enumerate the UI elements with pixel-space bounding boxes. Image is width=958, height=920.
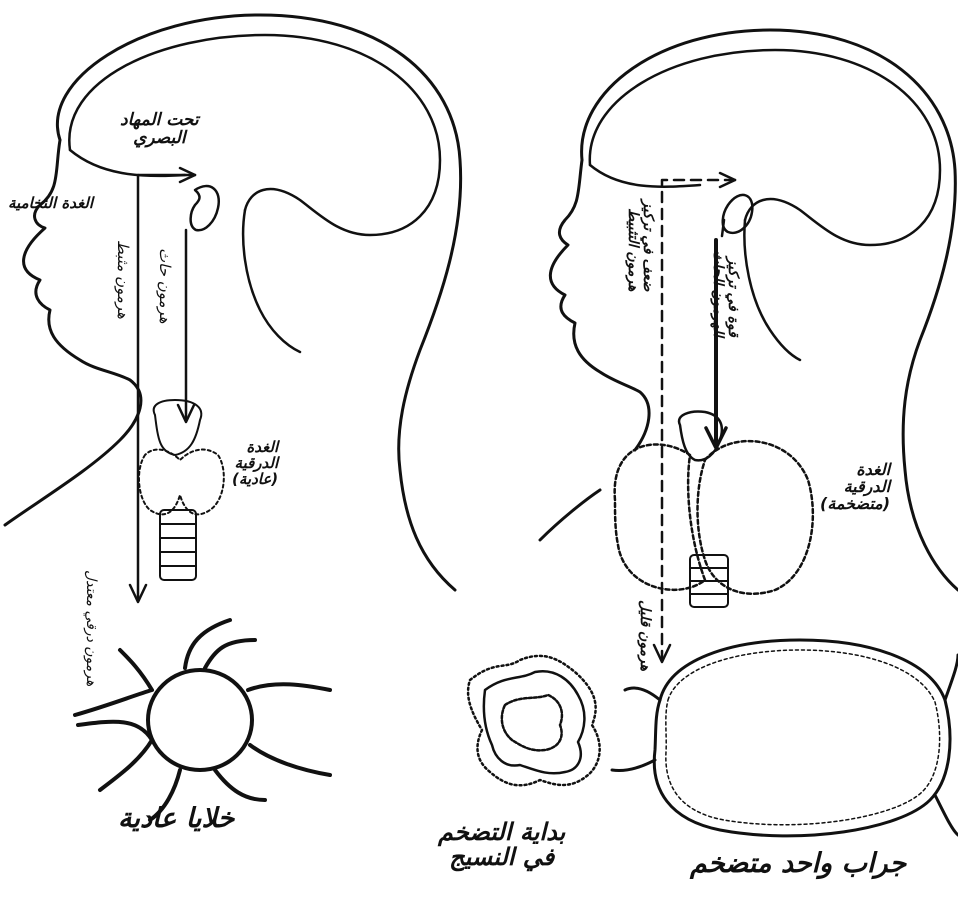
- right-weak-inhibit-label: ضعف في تركيز هرمون التثبيط: [626, 200, 655, 291]
- left-trachea: [160, 510, 196, 580]
- right-weak-hormone-label: هرمون قليل: [637, 600, 652, 671]
- left-pituitary-icon: [191, 186, 219, 230]
- right-strong-tsh-label: قوة في تركيز الهرمون الحاث: [711, 250, 740, 337]
- right-thyroid-gland: [615, 412, 813, 594]
- middle-caption-line2: في النسيج: [438, 845, 565, 870]
- right-trachea: [690, 555, 728, 607]
- left-hypothalamus-line2: البصري: [120, 130, 199, 148]
- right-weak-inhibit-line1: ضعف في تركيز: [640, 200, 655, 291]
- middle-tissue-section: [468, 656, 600, 785]
- left-thyroid-hormone-word2: درقي: [83, 610, 99, 641]
- right-caption: جراب واحد متضخم: [690, 850, 906, 878]
- left-hypothalamus-label: تحت المهاد البصري: [120, 112, 199, 148]
- right-thyroid-line3: (متضخمة): [820, 496, 890, 513]
- right-weak-hormone-word1: هرمون: [637, 631, 653, 671]
- left-caption: خلايا عادية: [118, 805, 234, 833]
- middle-caption: بداية التضخم في النسيج: [438, 820, 565, 870]
- right-enlarged-follicle: [612, 640, 958, 836]
- left-thyroid-line3: (عادية): [232, 472, 278, 488]
- right-weak-hormone-word2: قليل: [637, 600, 653, 626]
- right-strong-tsh-line2: الهرمون الحاث: [711, 250, 726, 337]
- right-weak-inhibit-line2: هرمون التثبيط: [626, 200, 641, 291]
- left-arrows: [130, 168, 195, 602]
- left-thyroid-hormone-word3: معتدل: [83, 570, 99, 606]
- left-thyroid-hormone-label: هرمون درقي معتدل: [83, 570, 98, 686]
- left-pituitary-label: الغدة النخامية: [8, 196, 93, 212]
- right-pituitary-icon: [722, 195, 752, 236]
- left-thyroid-gland: [139, 400, 224, 514]
- left-thyroid-hormone-word1: هرمون: [83, 646, 99, 686]
- left-normal-cell: [75, 620, 330, 820]
- left-thyroid-label: الغدة الدرقية (عادية): [232, 440, 278, 487]
- left-inhibit-hormone-label: هرمون مثبط: [114, 240, 130, 319]
- right-thyroid-label: الغدة الدرقية (متضخمة): [820, 462, 890, 512]
- right-strong-tsh-line1: قوة في تركيز: [725, 250, 740, 337]
- left-tsh-hormone-label: هرمون حاث: [156, 248, 172, 324]
- right-head-outline: [540, 30, 958, 590]
- left-head-outline: [5, 15, 461, 590]
- middle-caption-line1: بداية التضخم: [438, 820, 565, 845]
